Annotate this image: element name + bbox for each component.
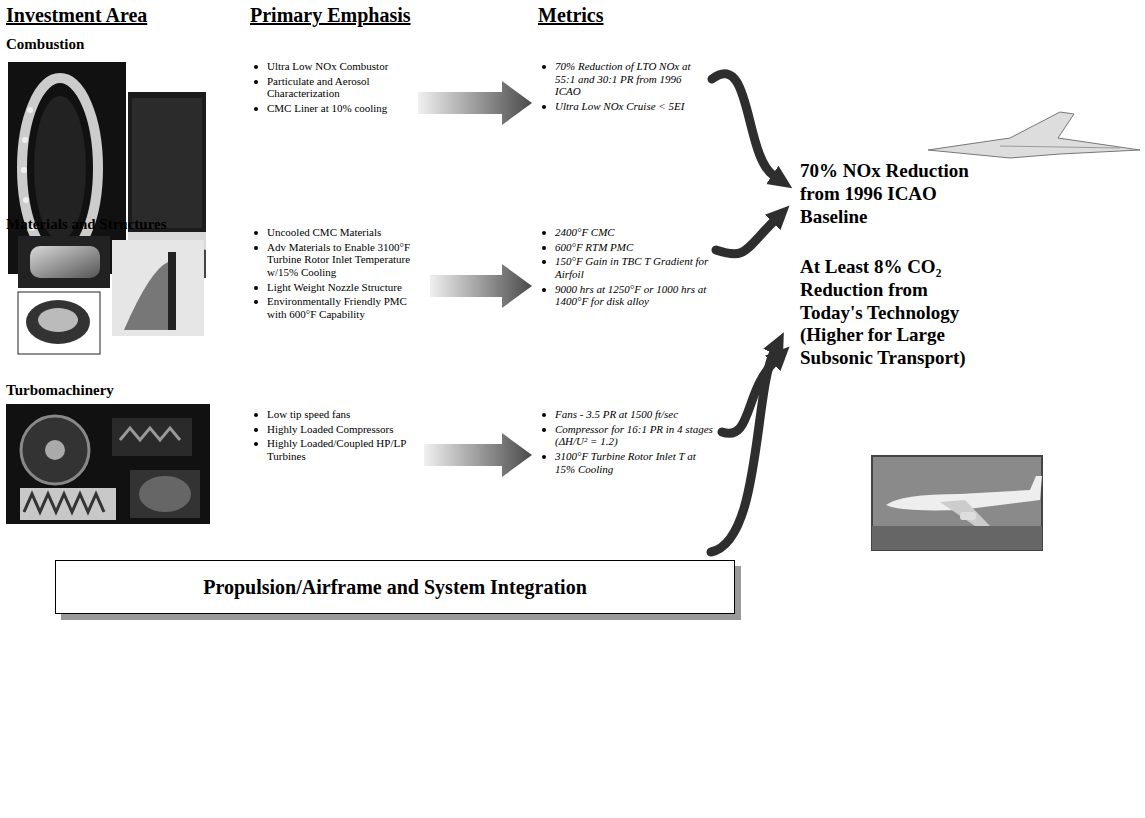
bullet-dot bbox=[542, 105, 546, 109]
bullet-text: 70% Reduction of LTO NOx at 55:1 and 30:… bbox=[555, 60, 706, 98]
materials-photos bbox=[18, 236, 204, 354]
bullet-list: 70% Reduction of LTO NOx at 55:1 and 30:… bbox=[540, 60, 706, 117]
bullet-item: Uncooled CMC Materials bbox=[252, 226, 424, 239]
section-heading: Materials and Structures bbox=[6, 216, 167, 233]
bullet-dot bbox=[254, 246, 258, 250]
bullet-dot bbox=[254, 413, 258, 417]
bullet-text: Fans - 3.5 PR at 1500 ft/sec bbox=[555, 408, 678, 421]
bullet-dot bbox=[542, 288, 546, 292]
bullet-list: Ultra Low NOx CombustorParticulate and A… bbox=[252, 60, 412, 119]
bullet-text: CMC Liner at 10% cooling bbox=[267, 102, 387, 115]
bullet-text: Uncooled CMC Materials bbox=[267, 226, 381, 239]
block-arrow bbox=[424, 433, 532, 477]
integration-box: Propulsion/Airframe and System Integrati… bbox=[55, 560, 735, 614]
goal-text: At Least 8% CO₂ Reduction from Today's T… bbox=[800, 256, 972, 374]
goal-text: 70% NOx Reduction from 1996 ICAO Baselin… bbox=[800, 160, 972, 233]
bullet-text: Adv Materials to Enable 3100°F Turbine R… bbox=[267, 241, 424, 279]
bullet-dot bbox=[254, 300, 258, 304]
goal-statement: 70% NOx Reduction from 1996 ICAO Baselin… bbox=[800, 160, 972, 228]
bullet-item: Highly Loaded/Coupled HP/LP Turbines bbox=[252, 437, 418, 462]
bullet-text: Ultra Low NOx Combustor bbox=[267, 60, 388, 73]
bullet-text: 150°F Gain in TBC T Gradient for Airfoil bbox=[555, 255, 710, 280]
bullet-item: 9000 hrs at 1250°F or 1000 hrs at 1400°F… bbox=[540, 283, 710, 308]
bullet-item: Low tip speed fans bbox=[252, 408, 418, 421]
turbomachinery-photos bbox=[6, 404, 210, 524]
bullet-dot bbox=[542, 231, 546, 235]
curved-arrow bbox=[712, 74, 774, 176]
bullet-dot bbox=[254, 80, 258, 84]
bullet-dot bbox=[254, 65, 258, 69]
bullet-item: Ultra Low NOx Combustor bbox=[252, 60, 412, 73]
bullet-list: 2400°F CMC 600°F RTM PMC150°F Gain in TBC… bbox=[540, 226, 710, 312]
bullet-dot bbox=[542, 246, 546, 250]
bullet-list: Low tip speed fansHighly Loaded Compress… bbox=[252, 408, 418, 467]
subsonic-plane-photo bbox=[872, 456, 1042, 550]
bullet-text: 3100°F Turbine Rotor Inlet T at 15% Cool… bbox=[555, 450, 716, 475]
bullet-dot bbox=[254, 231, 258, 235]
bullet-item: Particulate and Aerosol Characterization bbox=[252, 75, 412, 100]
curved-arrow bbox=[711, 352, 774, 552]
bullet-text: Environmentally Friendly PMC with 600°F … bbox=[267, 295, 424, 320]
bullet-item: Light Weight Nozzle Structure bbox=[252, 281, 424, 294]
bullet-text: 9000 hrs at 1250°F or 1000 hrs at 1400°F… bbox=[555, 283, 710, 308]
bullet-dot bbox=[542, 413, 546, 417]
bullet-dot bbox=[254, 428, 258, 432]
block-arrow bbox=[430, 264, 532, 308]
box-title: Propulsion/Airframe and System Integrati… bbox=[203, 575, 587, 599]
bullet-dot bbox=[542, 260, 546, 264]
bullet-item: 2400°F CMC bbox=[540, 226, 710, 239]
bullet-text: Highly Loaded/Coupled HP/LP Turbines bbox=[267, 437, 418, 462]
column-header: Metrics bbox=[538, 4, 604, 27]
curved-arrow bbox=[716, 221, 774, 254]
bullet-dot bbox=[542, 428, 546, 432]
supersonic-plane bbox=[928, 112, 1140, 158]
bullet-item: 3100°F Turbine Rotor Inlet T at 15% Cool… bbox=[540, 450, 716, 475]
bullet-text: Highly Loaded Compressors bbox=[267, 423, 393, 436]
bullet-list: Fans - 3.5 PR at 1500 ft/secCompressor f… bbox=[540, 408, 716, 480]
bullet-item: 70% Reduction of LTO NOx at 55:1 and 30:… bbox=[540, 60, 706, 98]
bullet-item: Compressor for 16:1 PR in 4 stages (ΔH/U… bbox=[540, 423, 716, 448]
bullet-item: Fans - 3.5 PR at 1500 ft/sec bbox=[540, 408, 716, 421]
bullet-item: 150°F Gain in TBC T Gradient for Airfoil bbox=[540, 255, 710, 280]
bullet-dot bbox=[254, 442, 258, 446]
bullet-text: 2400°F CMC bbox=[555, 226, 615, 239]
bullet-item: CMC Liner at 10% cooling bbox=[252, 102, 412, 115]
bullet-item: Highly Loaded Compressors bbox=[252, 423, 418, 436]
bullet-item: Ultra Low NOx Cruise < 5EI bbox=[540, 100, 706, 113]
bullet-item: Adv Materials to Enable 3100°F Turbine R… bbox=[252, 241, 424, 279]
bullet-dot bbox=[542, 455, 546, 459]
bullet-text: Ultra Low NOx Cruise < 5EI bbox=[555, 100, 684, 113]
column-header: Investment Area bbox=[6, 4, 147, 27]
bullet-dot bbox=[254, 107, 258, 111]
bullet-item: Environmentally Friendly PMC with 600°F … bbox=[252, 295, 424, 320]
bullet-text: Particulate and Aerosol Characterization bbox=[267, 75, 412, 100]
bullet-item: 600°F RTM PMC bbox=[540, 241, 710, 254]
bullet-text: Low tip speed fans bbox=[267, 408, 350, 421]
bullet-list: Uncooled CMC MaterialsAdv Materials to E… bbox=[252, 226, 424, 325]
bullet-text: Light Weight Nozzle Structure bbox=[267, 281, 402, 294]
column-header: Primary Emphasis bbox=[250, 4, 411, 27]
bullet-dot bbox=[542, 65, 546, 69]
bullet-dot bbox=[254, 286, 258, 290]
bullet-text: Compressor for 16:1 PR in 4 stages (ΔH/U… bbox=[555, 423, 716, 448]
section-heading: Combustion bbox=[6, 36, 84, 53]
goal-statement: At Least 8% CO₂ Reduction from Today's T… bbox=[800, 256, 972, 370]
block-arrow bbox=[418, 81, 532, 125]
section-heading: Turbomachinery bbox=[6, 382, 114, 399]
bullet-text: 600°F RTM PMC bbox=[555, 241, 633, 254]
